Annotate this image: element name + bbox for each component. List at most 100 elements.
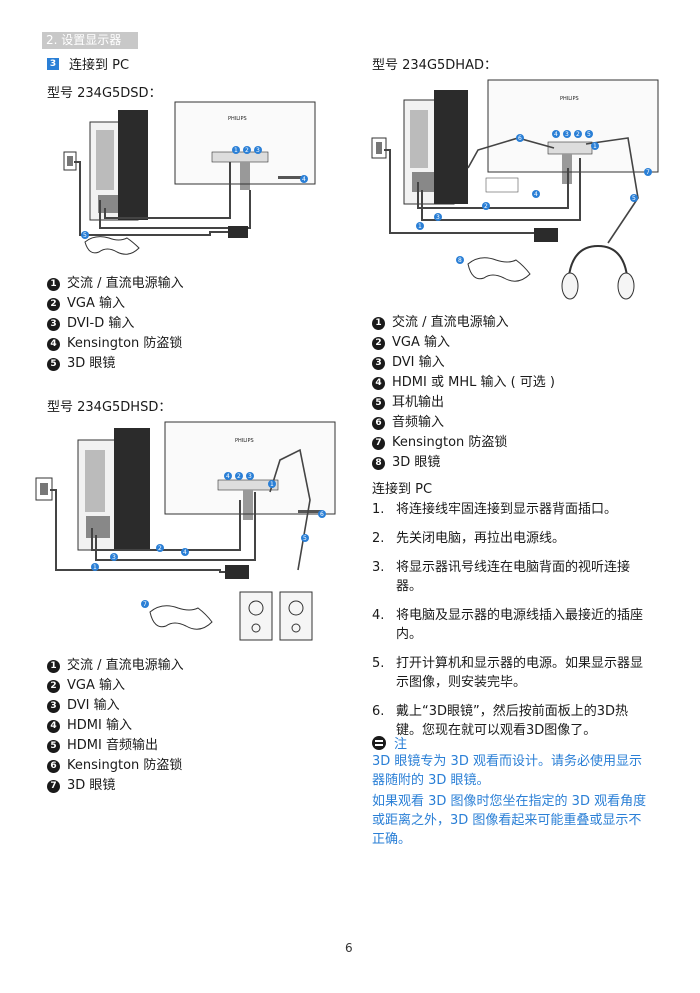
step-text: 打开计算机和显示器的电源。如果显示器显示图像，则安装完毕。 [396, 656, 644, 690]
legend-number: 6 [372, 416, 385, 430]
svg-text:3: 3 [565, 131, 569, 138]
page-number: 6 [345, 941, 353, 955]
step-number: 1. [372, 502, 385, 517]
legend-number: 2 [47, 297, 60, 311]
connect-steps: 1.将连接线牢固连接到显示器背面插口。 2.先关闭电脑，再拉出电源线。 3.将显… [372, 500, 651, 750]
svg-text:2: 2 [484, 203, 488, 210]
legend-label: Kensington 防盗锁 [392, 435, 508, 450]
legend-item: 4 HDMI 或 MHL 输入 ( 可选 ) [372, 373, 555, 393]
legend-label: Kensington 防盗锁 [67, 758, 183, 773]
legend-number: 3 [47, 699, 60, 713]
svg-text:6: 6 [518, 135, 522, 142]
legend-number: 1 [47, 659, 60, 673]
legend-number: 3 [47, 317, 60, 331]
legend-item: 4 Kensington 防盗锁 [47, 334, 184, 354]
step-text: 戴上“3D眼镜”，然后按前面板上的3D热键。您现在就可以观看3D图像了。 [396, 704, 629, 738]
monitor-logo: PHILIPS [235, 438, 254, 444]
monitor-logo: PHILIPS [560, 96, 579, 102]
legend-number: 5 [47, 739, 60, 753]
legend-label: VGA 输入 [67, 678, 125, 693]
legend-label: 交流 / 直流电源输入 [392, 315, 509, 330]
legend-label: 交流 / 直流电源输入 [67, 276, 184, 291]
legend-number: 7 [372, 436, 385, 450]
svg-text:4: 4 [302, 176, 306, 183]
legend-label: HDMI 或 MHL 输入 ( 可选 ) [392, 375, 556, 390]
legend-item: 2 VGA 输入 [372, 333, 555, 353]
step-number: 2. [372, 531, 385, 546]
svg-text:5: 5 [83, 232, 87, 239]
svg-text:4: 4 [534, 191, 538, 198]
legend-label: 3D 眼镜 [392, 455, 441, 470]
legend-number: 3 [372, 356, 385, 370]
model2-title: 型号 234G5DHSD： [47, 400, 172, 415]
legend-label: DVI 输入 [67, 698, 120, 713]
legend-item: 4 HDMI 输入 [47, 716, 184, 736]
note-icon [372, 735, 386, 750]
svg-text:3: 3 [436, 214, 440, 221]
note-heading: 注 [372, 733, 407, 752]
svg-text:4: 4 [554, 131, 558, 138]
step-text: 将显示器讯号线连在电脑背面的视听连接器。 [396, 560, 631, 594]
legend-item: 5 HDMI 音频输出 [47, 736, 184, 756]
model2-connection-diagram: PHILIPS 4 2 3 1 6 5 2 4 3 1 7 [35, 421, 336, 641]
legend-label: 交流 / 直流电源输入 [67, 658, 184, 673]
svg-text:4: 4 [226, 473, 230, 480]
legend-item: 2 VGA 输入 [47, 294, 184, 314]
svg-text:1: 1 [234, 147, 238, 154]
svg-text:5: 5 [587, 131, 591, 138]
svg-text:8: 8 [458, 257, 462, 264]
svg-text:7: 7 [646, 169, 650, 176]
note-paragraph-2: 如果观看 3D 图像时您坐在指定的 3D 观看角度或距离之外，3D 图像看起来可… [372, 794, 647, 847]
model3-connection-diagram: PHILIPS 4 3 2 5 1 6 7 5 4 2 3 1 8 [371, 79, 659, 300]
legend-label: 耳机输出 [392, 395, 445, 410]
svg-text:3: 3 [112, 554, 116, 561]
svg-text:2: 2 [245, 147, 249, 154]
legend-item: 7 Kensington 防盗锁 [372, 433, 555, 453]
legend-label: HDMI 音频输出 [67, 738, 158, 753]
legend-label: VGA 输入 [67, 296, 125, 311]
legend-label: Kensington 防盗锁 [67, 336, 183, 351]
note-paragraph-1: 3D 眼镜专为 3D 观看而设计。请务必使用显示器随附的 3D 眼镜。 [372, 754, 642, 788]
step-number: 6. [372, 704, 385, 719]
model1-connection-diagram: PHILIPS 1 2 3 4 5 [63, 101, 316, 255]
legend-label: VGA 输入 [392, 335, 450, 350]
step-text: 将电脑及显示器的电源线插入最接近的插座内。 [396, 608, 644, 642]
legend-label: 3D 眼镜 [67, 356, 116, 371]
step-item: 3. 将显示器讯号线连在电脑背面的视听连接器。 [372, 558, 651, 596]
svg-text:4: 4 [183, 549, 187, 556]
svg-text:1: 1 [418, 223, 422, 230]
legend-label: HDMI 输入 [67, 718, 132, 733]
step-item: 6. 戴上“3D眼镜”，然后按前面板上的3D热键。您现在就可以观看3D图像了。 [372, 702, 651, 740]
legend-item: 1 交流 / 直流电源输入 [47, 656, 184, 676]
svg-text:7: 7 [143, 601, 147, 608]
svg-text:6: 6 [320, 511, 324, 518]
svg-text:1: 1 [93, 564, 97, 571]
legend-number: 4 [372, 376, 385, 390]
legend-number: 4 [47, 719, 60, 733]
legend-number: 1 [47, 277, 60, 291]
step-number: 3. [372, 560, 385, 575]
step-title: 连接到 PC [69, 58, 130, 73]
svg-text:5: 5 [632, 195, 636, 202]
legend-item: 3 DVI 输入 [47, 696, 184, 716]
connect-title: 连接到 PC [372, 482, 433, 497]
legend-number: 2 [372, 336, 385, 350]
legend-number: 4 [47, 337, 60, 351]
step-heading: 3 连接到 PC [47, 54, 129, 73]
svg-text:3: 3 [248, 473, 252, 480]
step-number: 4. [372, 608, 385, 623]
step-text: 将连接线牢固连接到显示器背面插口。 [396, 502, 618, 517]
legend-number: 6 [47, 759, 60, 773]
svg-text:2: 2 [158, 545, 162, 552]
